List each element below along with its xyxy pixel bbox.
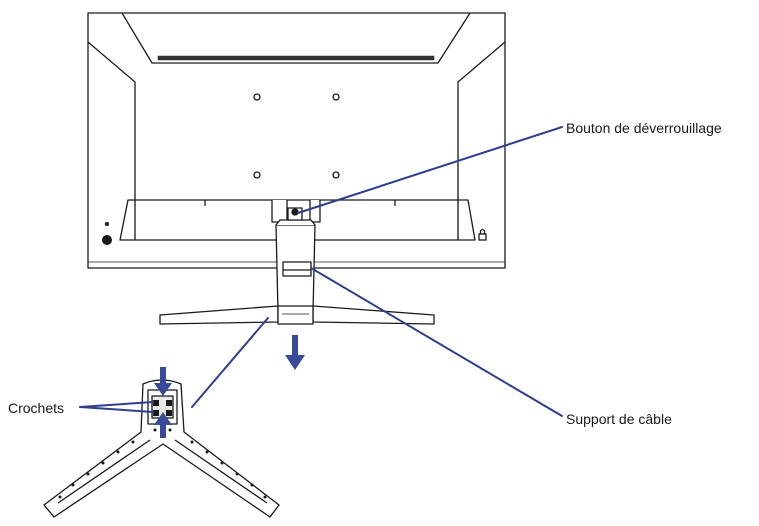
vesa-hole — [253, 93, 261, 101]
power-connector-icon — [102, 222, 112, 245]
callout-release-button — [297, 126, 563, 214]
hook — [153, 400, 159, 406]
detach-arrow-icon — [285, 335, 305, 370]
stand — [159, 200, 435, 325]
vesa-hole — [332, 93, 340, 101]
hook — [153, 410, 159, 416]
monitor-back — [87, 12, 506, 269]
vesa-mount-holes — [253, 93, 340, 179]
vesa-hole — [332, 171, 340, 179]
release-button-label: Bouton de déverrouillage — [566, 120, 722, 136]
kensington-lock-icon — [478, 228, 487, 241]
cable-holder-label: Support de câble — [566, 411, 672, 427]
press-arrows-icon — [154, 367, 172, 438]
vesa-hole — [253, 171, 261, 179]
hook — [166, 410, 172, 416]
callout-base-detail — [191, 317, 269, 408]
callout-hook-upper — [79, 401, 154, 408]
callout-lines — [79, 126, 563, 417]
hooks-label: Crochets — [8, 400, 65, 416]
stand-base-detail — [43, 379, 280, 518]
hook — [166, 400, 172, 406]
cable-holder — [282, 261, 312, 277]
base-screw-holes — [58, 428, 267, 499]
callout-hook-lower — [79, 406, 154, 413]
callout-cable-holder — [310, 267, 563, 417]
